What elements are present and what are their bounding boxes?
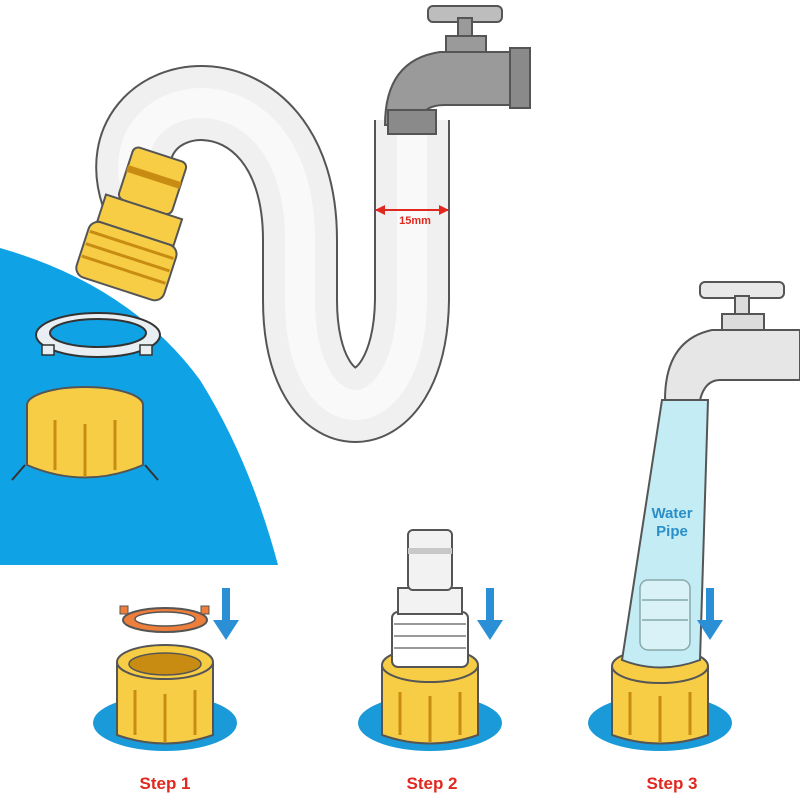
step2-assembly [358,529,502,751]
step2-label: Step 2 [406,774,458,793]
step3-assembly [588,399,732,751]
hose-connector-icon [75,146,188,302]
step1-label: Step 1 [139,774,191,793]
step1-assembly [93,605,237,751]
water-pipe-label: Water Pipe [636,505,708,541]
water-pipe-label-line2: Pipe [656,523,688,540]
water-pipe-label-line1: Water [651,505,693,522]
down-arrow-icon [213,588,239,640]
hose-top [95,65,450,443]
dimension-label: 15mm [399,215,431,227]
step3-tap-icon [663,281,800,401]
washer-icon [35,312,161,358]
down-arrow-icon [477,588,503,640]
tap-icon [383,5,531,135]
step3-label: Step 3 [646,774,698,793]
down-arrow-icon [697,588,723,640]
nut-cap-icon [11,386,159,481]
